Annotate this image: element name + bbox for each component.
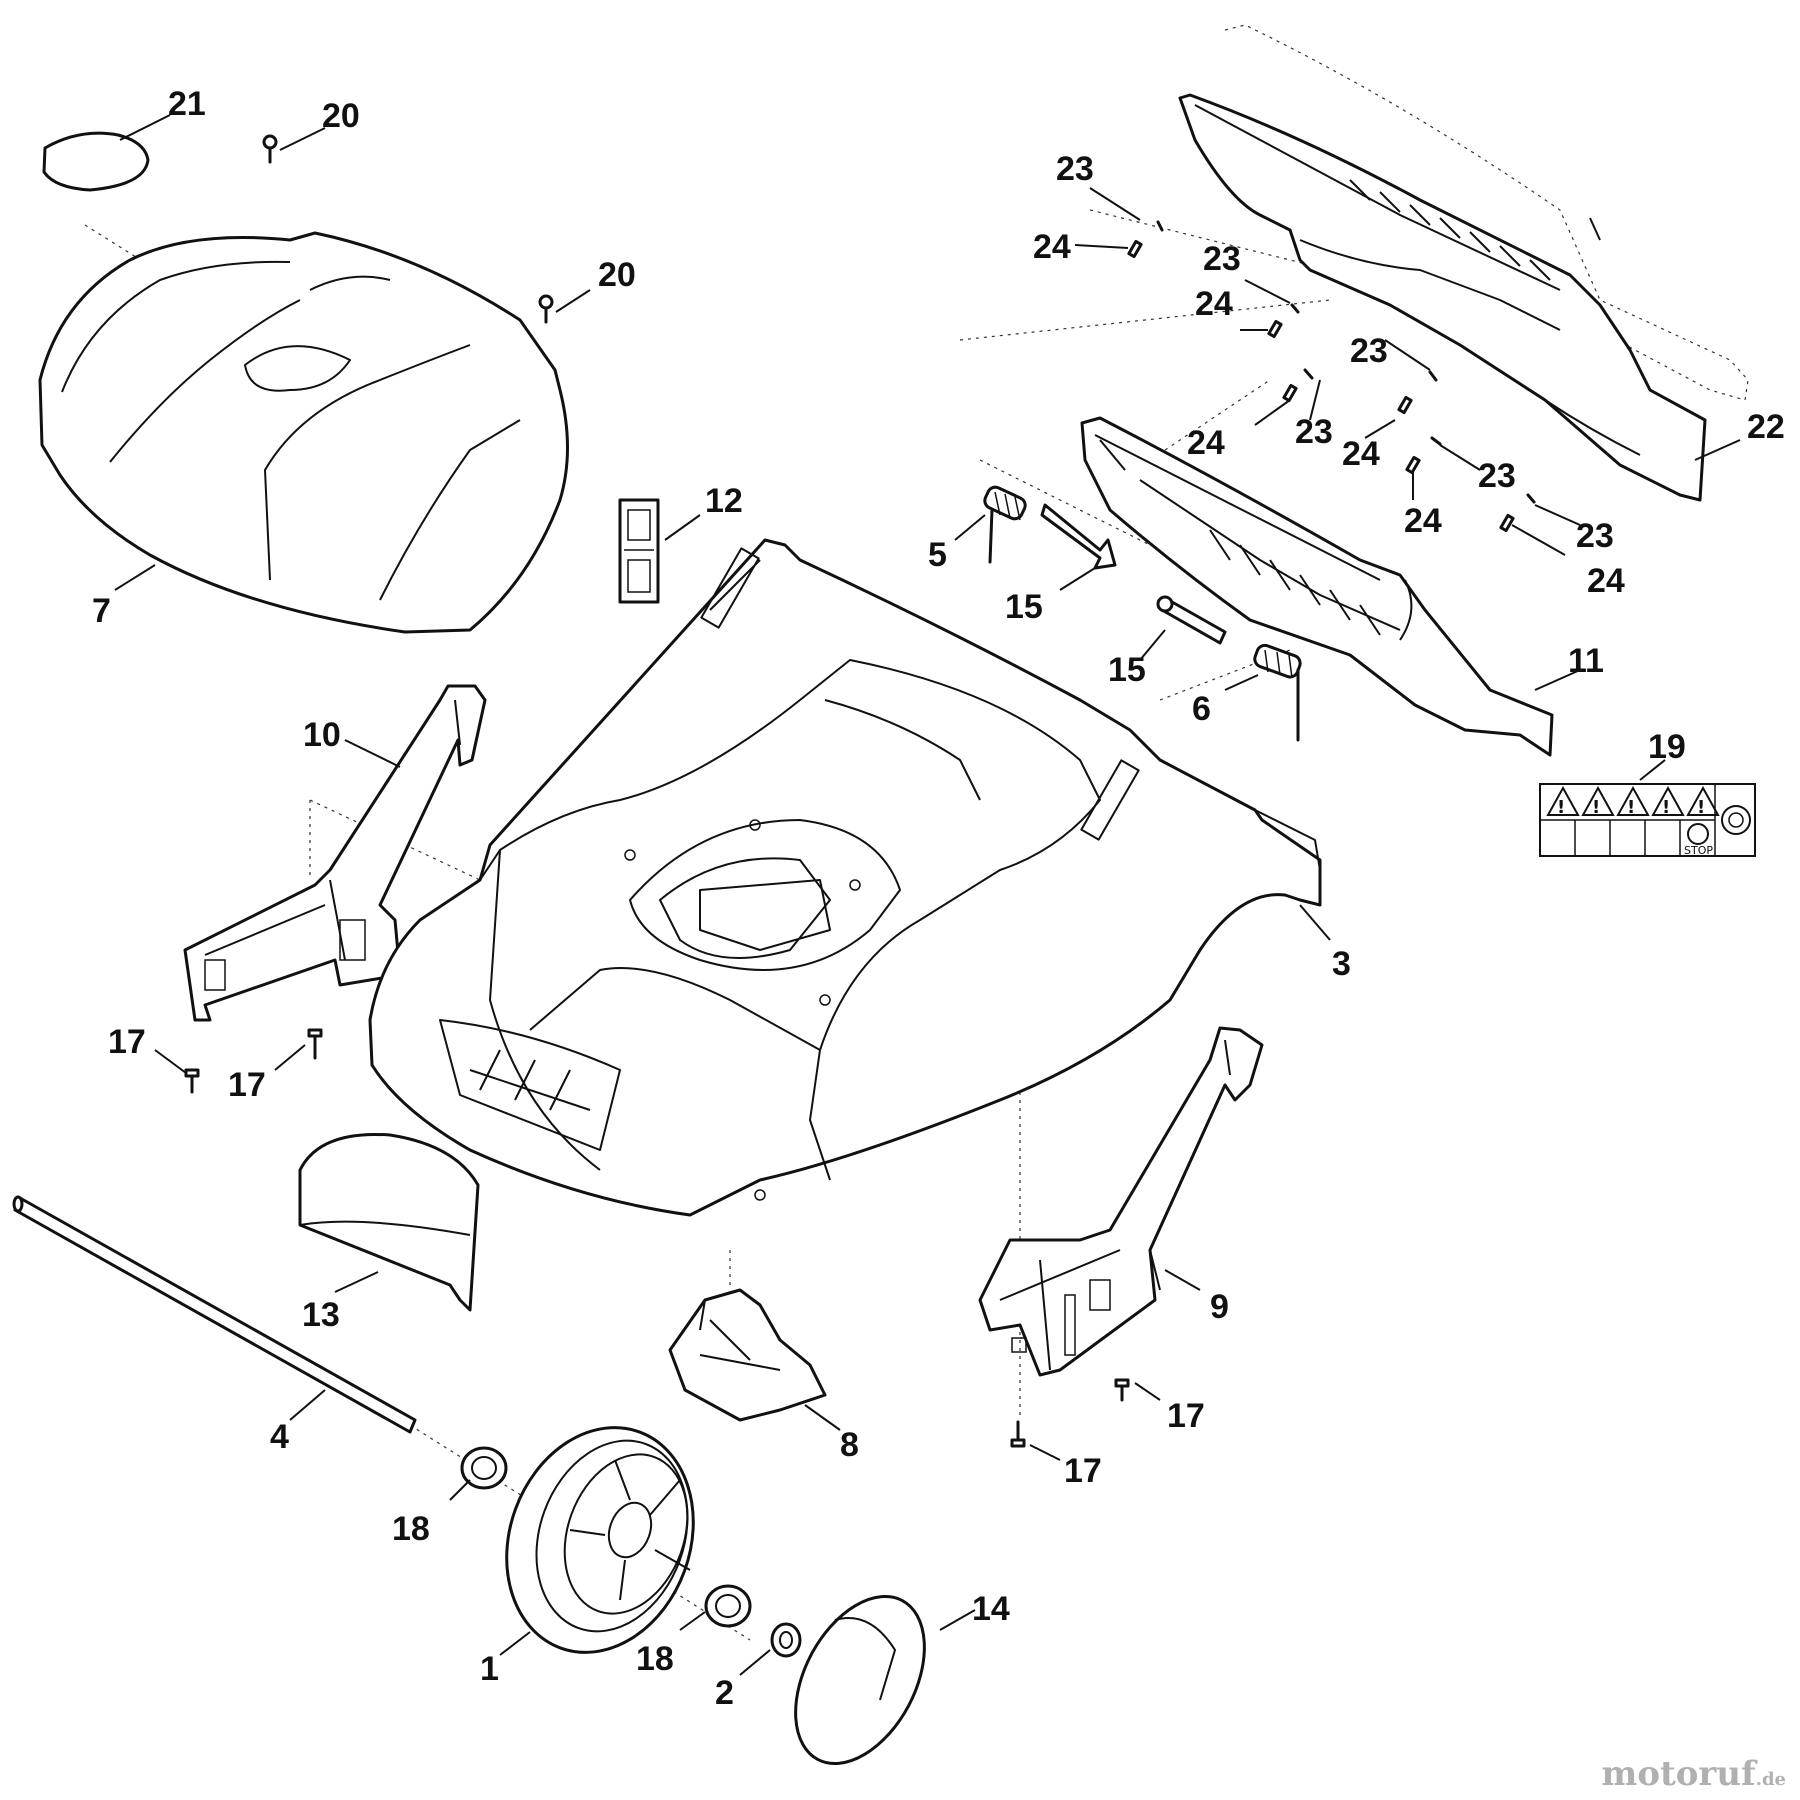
part-22-grass-guard bbox=[1178, 24, 1749, 502]
label-23-b: 23 bbox=[1203, 240, 1241, 278]
part-8-small-bracket bbox=[668, 1288, 827, 1422]
part-3-mower-deck bbox=[368, 538, 1322, 1217]
svg-text:!: ! bbox=[1557, 797, 1565, 818]
label-24-e: 24 bbox=[1404, 502, 1442, 540]
part-17-screw-left-b bbox=[307, 1028, 323, 1060]
label-17-right-a: 17 bbox=[1167, 1397, 1205, 1435]
part-13-flap bbox=[298, 1132, 480, 1312]
part-12-decal bbox=[618, 498, 660, 604]
part-15-pin-lower bbox=[1156, 595, 1227, 645]
part-2-nut bbox=[770, 1622, 802, 1658]
part-17-screw-right-b bbox=[1010, 1420, 1026, 1448]
leader-lines bbox=[114, 114, 1741, 1676]
watermark-tld: .de bbox=[1755, 1769, 1786, 1790]
label-18-upper: 18 bbox=[392, 1510, 430, 1548]
part-19-safety-label: ! ! ! ! ! STOP bbox=[1539, 783, 1756, 857]
label-24-b: 24 bbox=[1195, 285, 1233, 323]
label-11: 11 bbox=[1568, 642, 1604, 680]
label-1: 1 bbox=[480, 1650, 499, 1688]
part-17-screw-right-a bbox=[1114, 1378, 1130, 1402]
svg-text:!: ! bbox=[1697, 797, 1705, 818]
part-17-screw-left-a bbox=[184, 1068, 200, 1094]
part-1-wheel bbox=[505, 1426, 695, 1654]
stop-text: STOP bbox=[1684, 844, 1713, 857]
label-3: 3 bbox=[1332, 945, 1351, 983]
label-21: 21 bbox=[168, 85, 206, 123]
label-22: 22 bbox=[1747, 408, 1785, 446]
part-7-top-cover bbox=[38, 231, 569, 634]
label-24-c: 24 bbox=[1187, 424, 1225, 462]
label-12: 12 bbox=[705, 482, 743, 520]
label-15-lower: 15 bbox=[1108, 651, 1146, 689]
part-20-screw-cover bbox=[538, 294, 554, 324]
part-11-rear-flap bbox=[1080, 416, 1554, 757]
label-4: 4 bbox=[270, 1418, 289, 1456]
part-5-spring bbox=[983, 485, 1027, 564]
label-9: 9 bbox=[1210, 1288, 1229, 1326]
label-23-a: 23 bbox=[1056, 150, 1094, 188]
svg-text:!: ! bbox=[1662, 797, 1670, 818]
label-7: 7 bbox=[92, 592, 111, 630]
label-24-f: 24 bbox=[1587, 562, 1625, 600]
part-21-cap bbox=[42, 131, 150, 192]
label-18-lower: 18 bbox=[636, 1640, 674, 1678]
label-2: 2 bbox=[715, 1674, 734, 1712]
part-23-24-fasteners bbox=[1127, 220, 1536, 533]
label-14: 14 bbox=[972, 1590, 1010, 1628]
label-10: 10 bbox=[303, 716, 341, 754]
label-17-left-a: 17 bbox=[108, 1023, 146, 1061]
label-20-top: 20 bbox=[322, 97, 360, 135]
svg-text:!: ! bbox=[1592, 797, 1600, 818]
label-5: 5 bbox=[928, 536, 947, 574]
part-9-right-bracket bbox=[978, 1026, 1264, 1377]
callout-numbers: 21 20 20 7 12 10 3 5 15 15 6 11 19 22 23… bbox=[92, 85, 1785, 1712]
label-6: 6 bbox=[1192, 690, 1211, 728]
label-23-c: 23 bbox=[1350, 332, 1388, 370]
label-20-cover: 20 bbox=[598, 256, 636, 294]
part-4-axle bbox=[12, 1195, 417, 1434]
label-23-f: 23 bbox=[1576, 517, 1614, 555]
label-23-d: 23 bbox=[1295, 413, 1333, 451]
part-20-screw-top bbox=[262, 134, 278, 164]
part-18-bearing-lower bbox=[704, 1584, 752, 1628]
label-19: 19 bbox=[1648, 728, 1686, 766]
label-24-a: 24 bbox=[1033, 228, 1071, 266]
watermark: motoruf.de bbox=[1601, 1754, 1786, 1794]
part-6-spring bbox=[1253, 643, 1302, 742]
part-18-bearing-upper bbox=[460, 1446, 508, 1490]
part-14-hubcap bbox=[794, 1594, 926, 1766]
part-15-pin-upper bbox=[1040, 503, 1117, 570]
part-10-left-bracket bbox=[183, 684, 487, 1022]
label-17-right-b: 17 bbox=[1064, 1452, 1102, 1490]
label-15-upper: 15 bbox=[1005, 588, 1043, 626]
label-13: 13 bbox=[302, 1296, 340, 1334]
label-23-e: 23 bbox=[1478, 457, 1516, 495]
svg-text:!: ! bbox=[1627, 797, 1635, 818]
label-8: 8 bbox=[840, 1426, 859, 1464]
label-24-d: 24 bbox=[1342, 435, 1380, 473]
watermark-name: motoruf bbox=[1601, 1754, 1756, 1794]
label-17-left-b: 17 bbox=[228, 1066, 266, 1104]
